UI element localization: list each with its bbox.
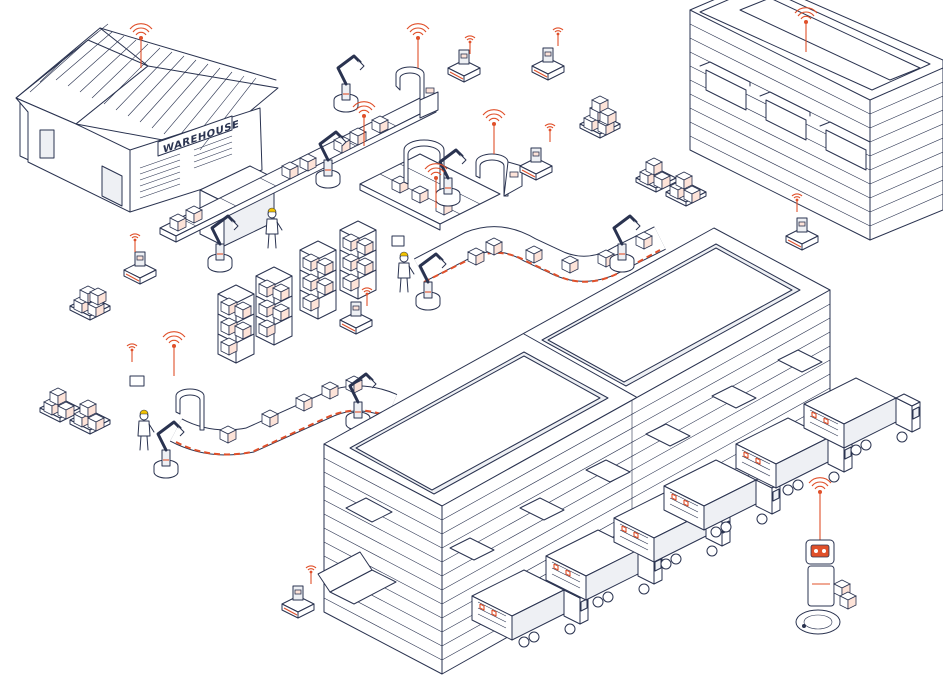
- storage-racks: [218, 221, 376, 363]
- striped-conveyor-left: [129, 331, 398, 480]
- top-right-building: [689, 0, 943, 241]
- wifi-signal-icon: [482, 109, 506, 155]
- striped-conveyor-right: [391, 214, 666, 312]
- wifi-signal-icon: [808, 477, 832, 523]
- wifi-signal-icon: [406, 23, 430, 69]
- warehouse-building: WAREHOUSE: [15, 23, 279, 213]
- delivery-robot: [795, 477, 857, 635]
- upper-production-line: [159, 23, 523, 274]
- wifi-signal-icon: [162, 331, 186, 377]
